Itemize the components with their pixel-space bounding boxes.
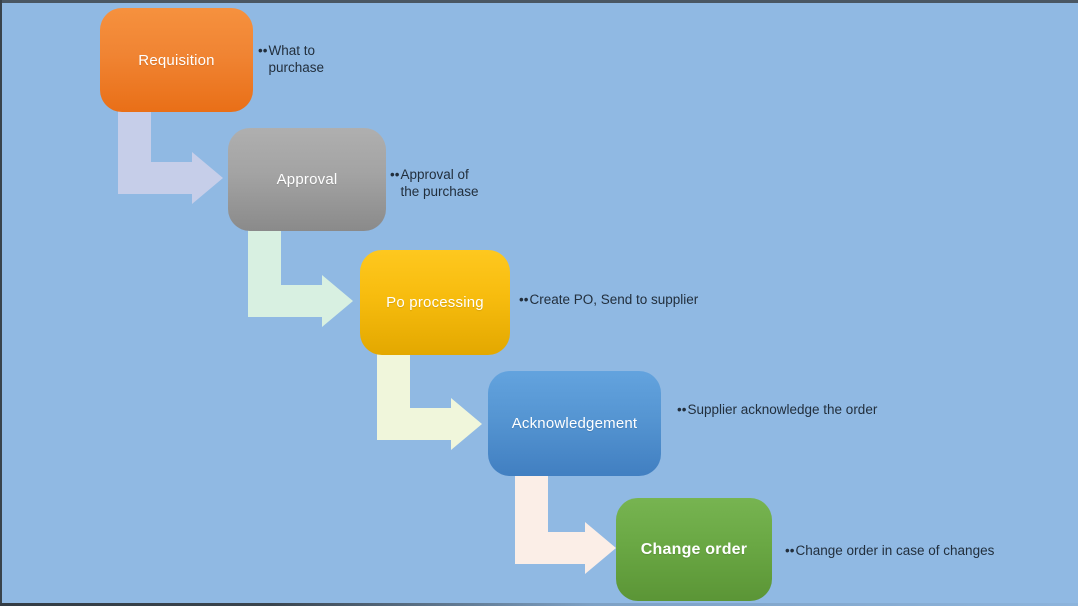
- note-requisition-text: What to purchase: [268, 43, 324, 75]
- note-acknowledgement-text: Supplier acknowledge the order: [687, 402, 878, 417]
- bullet-marker: ••: [677, 402, 687, 417]
- step-requisition-label: Requisition: [138, 51, 215, 69]
- note-acknowledgement: •• Supplier acknowledge the order: [677, 401, 877, 418]
- bullet-marker: ••: [258, 43, 268, 58]
- elbow-arrow-acknowledgement-to-change-order: [515, 470, 616, 574]
- note-change-order: •• Change order in case of changes: [785, 542, 994, 559]
- step-change-order: Change order: [616, 498, 772, 601]
- step-po-processing-label: Po processing: [386, 294, 484, 311]
- slide-border-left: [0, 0, 2, 606]
- bullet-marker: ••: [785, 543, 795, 558]
- step-acknowledgement: Acknowledgement: [488, 371, 661, 476]
- slide-border-bottom: [0, 603, 1078, 606]
- step-change-order-label: Change order: [640, 540, 748, 558]
- note-approval-text: Approval of the purchase: [400, 167, 479, 199]
- note-approval: •• Approval of the purchase: [390, 166, 484, 200]
- step-approval-label: Approval: [276, 171, 338, 188]
- step-approval: Approval: [228, 128, 386, 231]
- note-po-processing: •• Create PO, Send to supplier: [519, 291, 698, 308]
- step-acknowledgement-label: Acknowledgement: [511, 415, 638, 432]
- bullet-marker: ••: [519, 292, 529, 307]
- bullet-marker: ••: [390, 167, 400, 182]
- note-change-order-text: Change order in case of changes: [795, 543, 995, 558]
- elbow-arrow-approval-to-po-processing: [248, 224, 353, 327]
- note-requisition: •• What to purchase: [258, 42, 342, 76]
- slide-border-top: [0, 0, 1078, 3]
- elbow-arrow-po-processing-to-acknowledgement: [377, 348, 482, 450]
- note-po-processing-text: Create PO, Send to supplier: [529, 292, 699, 307]
- step-po-processing: Po processing: [360, 250, 510, 355]
- step-requisition: Requisition: [100, 8, 253, 112]
- elbow-arrow-requisition-to-approval: [118, 104, 223, 204]
